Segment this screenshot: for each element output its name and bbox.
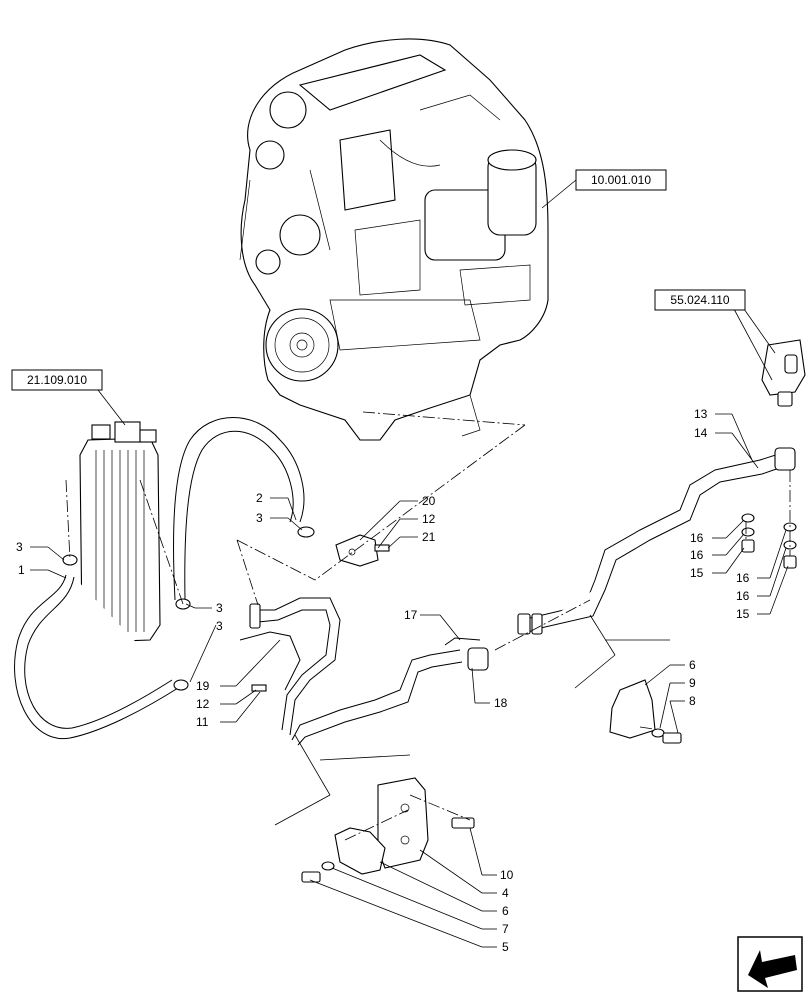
callout-16: 16 (690, 548, 704, 562)
callout-4: 4 (502, 886, 509, 900)
reference-engine[interactable]: 10.001.010 (575, 169, 667, 191)
callout-10: 10 (500, 868, 514, 882)
callout-14: 14 (694, 426, 708, 440)
callout-11: 11 (196, 715, 209, 729)
construction-lines (65, 411, 791, 841)
callout-5: 5 (502, 940, 509, 954)
engine-illustration (239, 38, 549, 441)
callout-12: 12 (196, 697, 210, 711)
pipes (239, 447, 796, 746)
callout-3: 3 (256, 511, 263, 525)
leader-lines (30, 179, 789, 948)
callout-12: 12 (422, 512, 436, 526)
callout-16: 16 (736, 589, 750, 603)
callout-20: 20 (422, 494, 436, 508)
callout-16: 16 (736, 571, 750, 585)
arrow-back-icon[interactable] (737, 936, 803, 992)
callout-6: 6 (689, 658, 696, 672)
callout-8: 8 (689, 694, 696, 708)
callout-6: 6 (502, 904, 509, 918)
view-indicators (274, 614, 670, 826)
reference-label-valve: 55.024.110 (670, 293, 729, 307)
callout-2: 2 (256, 491, 263, 505)
reference-cooler[interactable]: 21.109.010 (11, 369, 103, 391)
callouts: 1 2 3 3 3 3 4 5 6 6 7 8 9 10 11 12 12 13… (16, 407, 750, 954)
callout-9: 9 (689, 676, 696, 690)
hardware (251, 513, 797, 883)
callout-18: 18 (494, 696, 508, 710)
callout-3: 3 (16, 540, 23, 554)
valve-illustration (761, 339, 806, 407)
reference-valve[interactable]: 55.024.110 (654, 289, 746, 311)
callout-1: 1 (18, 563, 25, 577)
reference-label-cooler: 21.109.010 (27, 373, 87, 387)
callout-13: 13 (694, 407, 708, 421)
callout-19: 19 (196, 679, 210, 693)
callout-3: 3 (216, 601, 223, 615)
hoses (14, 417, 315, 740)
callout-21: 21 (422, 530, 436, 544)
callout-16: 16 (690, 531, 704, 545)
reference-label-engine: 10.001.010 (591, 173, 651, 187)
callout-17: 17 (404, 608, 418, 622)
callout-7: 7 (502, 922, 509, 936)
callout-15: 15 (736, 607, 750, 621)
callout-3: 3 (216, 619, 223, 633)
callout-15: 15 (690, 566, 704, 580)
